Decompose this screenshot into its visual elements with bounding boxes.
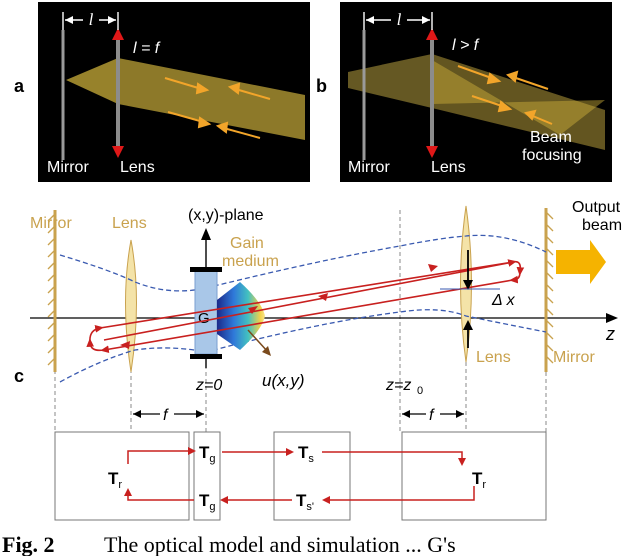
plane-axis-arrow: [201, 228, 211, 240]
panel-b-beam-2: [432, 54, 605, 150]
field-pointer: [247, 329, 269, 353]
matrix-diagram: Tr Tg Tg Ts Ts' Tr: [54, 431, 547, 521]
optical-axis-arrow: [606, 313, 618, 323]
panel-b-condition: l > f: [452, 37, 480, 54]
gain-medium-top-plate: [190, 267, 222, 272]
panel-a-condition: l = f: [133, 40, 161, 57]
caption: Fig. 2 The optical model and simulation …: [2, 532, 456, 556]
box-middle: [273, 431, 351, 521]
delta-x-bottom-head: [463, 320, 473, 330]
f-left-head-a: [133, 410, 141, 418]
matrix-tg-bottom: Tg: [199, 491, 216, 513]
panel-b-beam-label-2: focusing: [522, 147, 582, 164]
left-lens-label: Lens: [112, 215, 147, 232]
panel-a-light-arrows: [164, 77, 271, 139]
left-mirror-hatch: [47, 213, 56, 366]
panel-b: b l l > f Beam focusing Mirror Lens: [316, 2, 612, 182]
delta-x-top-head: [463, 280, 473, 290]
right-mirror-hatch: [545, 211, 554, 364]
panel-b-mirror-label: Mirror: [348, 159, 390, 176]
ray-arrow-2: [318, 293, 328, 301]
right-mirror-label: Mirror: [553, 349, 595, 366]
right-lens-label: Lens: [476, 349, 511, 366]
path-tr-to-tsp-head: [322, 496, 330, 504]
panel-a-distance-head-right: [108, 16, 116, 24]
panel-b-label: b: [316, 76, 327, 96]
panel-a-mirror-label: Mirror: [47, 159, 89, 176]
panel-b-beam-label-1: Beam: [530, 129, 572, 146]
f-left-head-b: [196, 410, 204, 418]
f-right-head-a: [402, 410, 410, 418]
zz0-label: z=z: [385, 377, 411, 394]
panel-b-lens-label: Lens: [431, 159, 466, 176]
path-tg-to-ts-head: [286, 448, 294, 456]
gain-medium-bottom-plate: [190, 354, 222, 359]
panel-b-beam-3: [432, 60, 605, 135]
matrix-ts-prime: Ts': [296, 491, 314, 513]
panel-a-lens-top-arrow: [112, 28, 124, 40]
panel-a-beam-out: [118, 58, 305, 140]
panel-b-distance-head-left: [366, 16, 374, 24]
zz0-subscript: 0: [417, 385, 423, 397]
z0-label: z=0: [195, 377, 222, 394]
panel-a-lens-label: Lens: [120, 159, 155, 176]
ray-arrow-4: [120, 341, 130, 349]
panel-b-beam-1: [348, 54, 432, 108]
z-axis-label: z: [605, 324, 615, 344]
path-tr-to-tg: [127, 450, 192, 464]
left-mirror-label: Mirror: [30, 215, 72, 232]
gain-medium-label-1: Gain: [230, 235, 264, 252]
box-right: [401, 431, 547, 521]
panel-c-label: c: [14, 366, 24, 386]
panel-a: a l l = f Mirror Lens: [14, 2, 310, 182]
f-left-label-bg: [160, 402, 174, 422]
panel-b-distance-label: l: [397, 10, 402, 29]
caption-fig-label: Fig. 2: [2, 532, 55, 556]
plane-label: (x,y)-plane: [188, 207, 264, 224]
matrix-tg-top: Tg: [199, 443, 216, 465]
box-left: [54, 431, 190, 521]
ray-arrow-1: [428, 264, 438, 272]
panel-b-distance-label-bg: [391, 11, 407, 27]
f-right-head-b: [456, 410, 464, 418]
caption-text: The optical model and simulation ... G's: [104, 532, 456, 556]
panel-b-lens-bottom-arrow: [426, 146, 438, 158]
box-gain: [193, 431, 221, 521]
field-label: u(x,y): [262, 371, 305, 390]
path-tr-to-tg-head: [188, 447, 196, 455]
output-beam-arrow: [556, 240, 606, 284]
path-tg-to-tr-head: [124, 488, 132, 496]
f-left-label: f: [163, 407, 169, 424]
f-right-label-bg: [426, 402, 440, 422]
panel-a-distance-label-bg: [83, 11, 99, 27]
panel-a-beam: [66, 58, 118, 104]
path-tsp-to-tg-head: [220, 496, 228, 504]
panel-a-lens-bottom-arrow: [112, 146, 124, 158]
ray-arrow-3: [248, 306, 258, 314]
panel-a-distance-label: l: [89, 10, 94, 29]
panel-b-lens-top-arrow: [426, 28, 438, 40]
output-beam-label-2: beam: [582, 217, 622, 234]
guide-lines: [54, 210, 547, 432]
matrix-ts: Ts: [298, 443, 314, 465]
f-right-label: f: [429, 407, 435, 424]
panel-c: c z Mirror: [14, 199, 622, 432]
output-beam-label-1: Output: [572, 199, 621, 216]
panel-b-light-arrows: [457, 65, 553, 125]
path-ts-to-tr-head: [458, 458, 466, 466]
panel-b-distance-head-right: [422, 16, 430, 24]
delta-x-label: Δ x: [491, 292, 516, 309]
panel-a-label: a: [14, 76, 25, 96]
gain-medium-label-2: medium: [222, 253, 279, 270]
path-tr-to-tsp: [326, 486, 475, 501]
panel-a-distance-head-left: [65, 16, 73, 24]
ray-path: [86, 259, 525, 354]
matrix-tr-left: Tr: [108, 469, 122, 491]
matrix-tr-right: Tr: [472, 469, 486, 491]
